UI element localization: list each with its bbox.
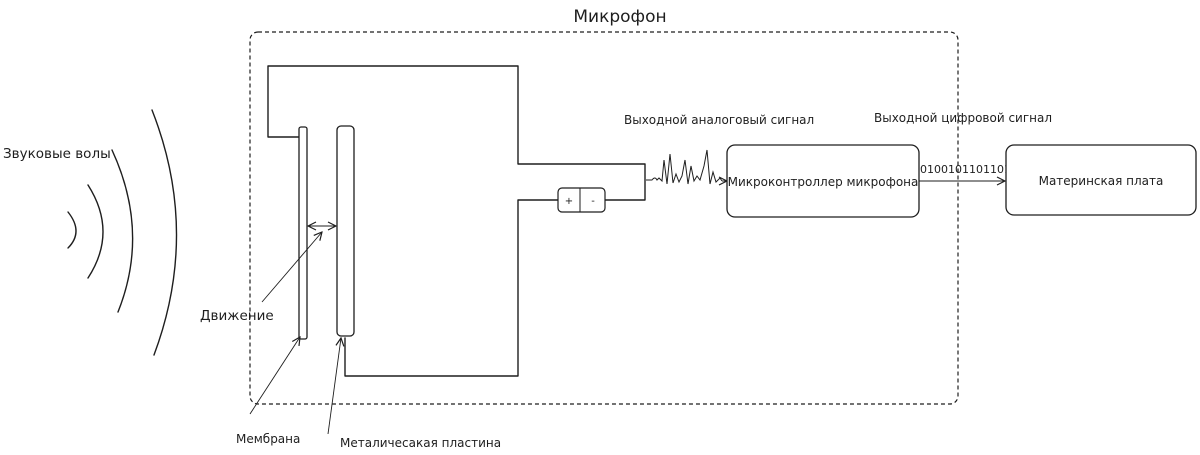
microcontroller-label: Микроконтроллер микрофона: [728, 175, 919, 189]
battery-plus: +: [565, 196, 573, 207]
analog-waveform: [646, 149, 723, 185]
microphone-frame: [249, 31, 959, 405]
battery-body: [557, 187, 606, 213]
plate-pointer: [327, 338, 341, 435]
movement-label: Движение: [200, 308, 274, 324]
motherboard-box: [1005, 144, 1197, 216]
analog-signal-label: Выходной аналоговый сигнал: [624, 113, 814, 127]
lower-wire: [344, 199, 559, 377]
sound-waves-label: Звуковые волы: [3, 146, 111, 162]
membrane-pointer: [249, 337, 300, 415]
motherboard-label: Материнская плата: [1039, 174, 1164, 188]
movement-pointer: [261, 232, 322, 303]
membrane: [298, 126, 308, 340]
battery: + -: [557, 187, 606, 213]
binary-value: 01001011011010: [920, 163, 1018, 176]
metal-plate: [336, 125, 355, 337]
digital-signal-label: Выходной цифровой сигнал: [874, 111, 1052, 125]
diagram-title: Микрофон: [573, 7, 666, 27]
sound-waves: [67, 109, 178, 356]
battery-minus: -: [591, 196, 595, 207]
upper-wire: [267, 65, 646, 201]
membrane-label: Мембрана: [236, 432, 300, 446]
plate-label: Металичесакая пластина: [340, 436, 501, 450]
